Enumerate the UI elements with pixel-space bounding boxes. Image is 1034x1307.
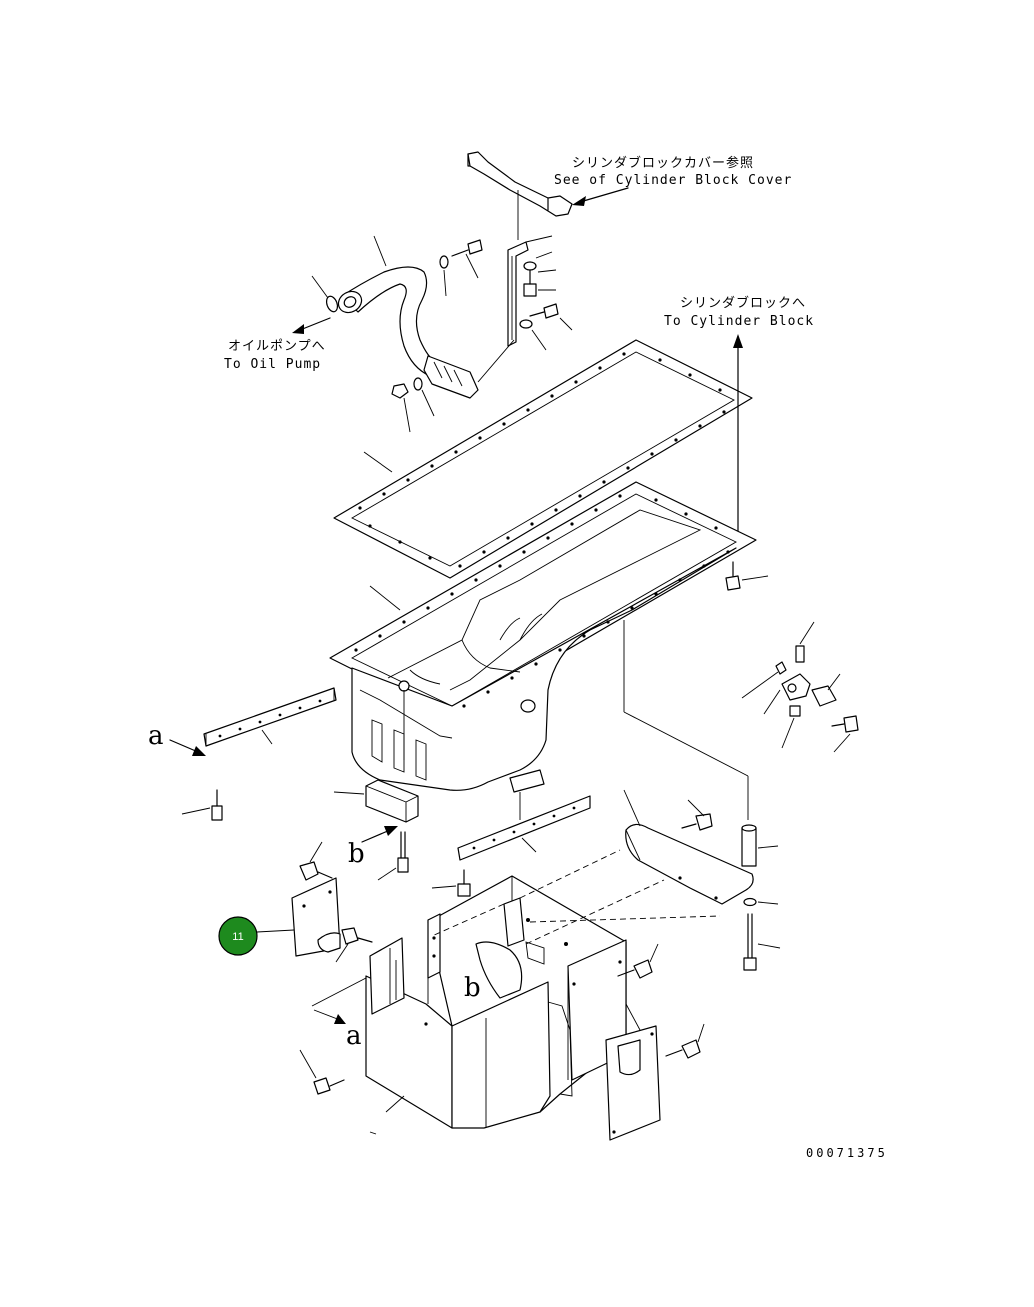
cylinder-block-arrow — [733, 334, 743, 541]
stay-bolts — [451, 239, 573, 351]
suction-o-ring — [311, 275, 339, 313]
pan-guard — [365, 849, 721, 1135]
long-bolt-center — [377, 831, 409, 881]
cylinder-block-cover-en-label: See of Cylinder Block Cover — [554, 173, 792, 188]
view-letter-b-lower: b — [464, 973, 481, 1003]
oil-pump-jp-label: オイルポンプへ — [228, 339, 326, 354]
bolt-mid — [431, 869, 471, 897]
gasket — [333, 339, 753, 579]
view-marker-a-lower: a — [311, 977, 367, 1051]
stay-bracket — [507, 235, 553, 347]
cylinder-block-en-label: To Cylinder Block — [664, 314, 814, 329]
view-letter-a-lower: a — [346, 1021, 362, 1051]
spacer-block — [333, 779, 419, 823]
side-cover-plate — [291, 877, 341, 957]
left-stiffener-rail — [203, 687, 337, 747]
cylinder-block-jp-label: シリンダブロックへ — [680, 295, 806, 311]
right-hinged-cover — [605, 1003, 661, 1141]
view-marker-b-middle: b — [348, 826, 398, 869]
guard-bolts — [299, 841, 705, 1095]
view-marker-b-lower: b — [464, 973, 481, 1003]
view-letter-b-middle: b — [348, 839, 365, 869]
oil-pan — [329, 481, 757, 820]
dipstick-parts — [741, 621, 859, 753]
right-stiffener-rail — [457, 795, 591, 861]
callout-11-number: 11 — [232, 931, 243, 943]
cover-arrow — [572, 187, 629, 206]
pan-flange-bolt — [725, 561, 769, 591]
cover-bracket — [467, 151, 573, 240]
view-marker-a-upper: a — [148, 721, 206, 756]
suction-pipe — [337, 235, 515, 399]
callout-11[interactable]: 11 — [218, 916, 258, 956]
oil-pump-en-label: To Oil Pump — [224, 357, 321, 372]
gasket-holes — [358, 352, 726, 568]
cylinder-block-cover-jp-label: シリンダブロックカバー参照 — [572, 155, 754, 171]
upper-right-guard — [623, 789, 781, 971]
drawing-code: 00071375 — [806, 1146, 888, 1160]
oil-pump-arrow — [292, 317, 331, 334]
rail-bolt — [181, 789, 223, 821]
view-letter-a-upper: a — [148, 721, 164, 751]
pipe-nut-washer — [391, 377, 435, 433]
